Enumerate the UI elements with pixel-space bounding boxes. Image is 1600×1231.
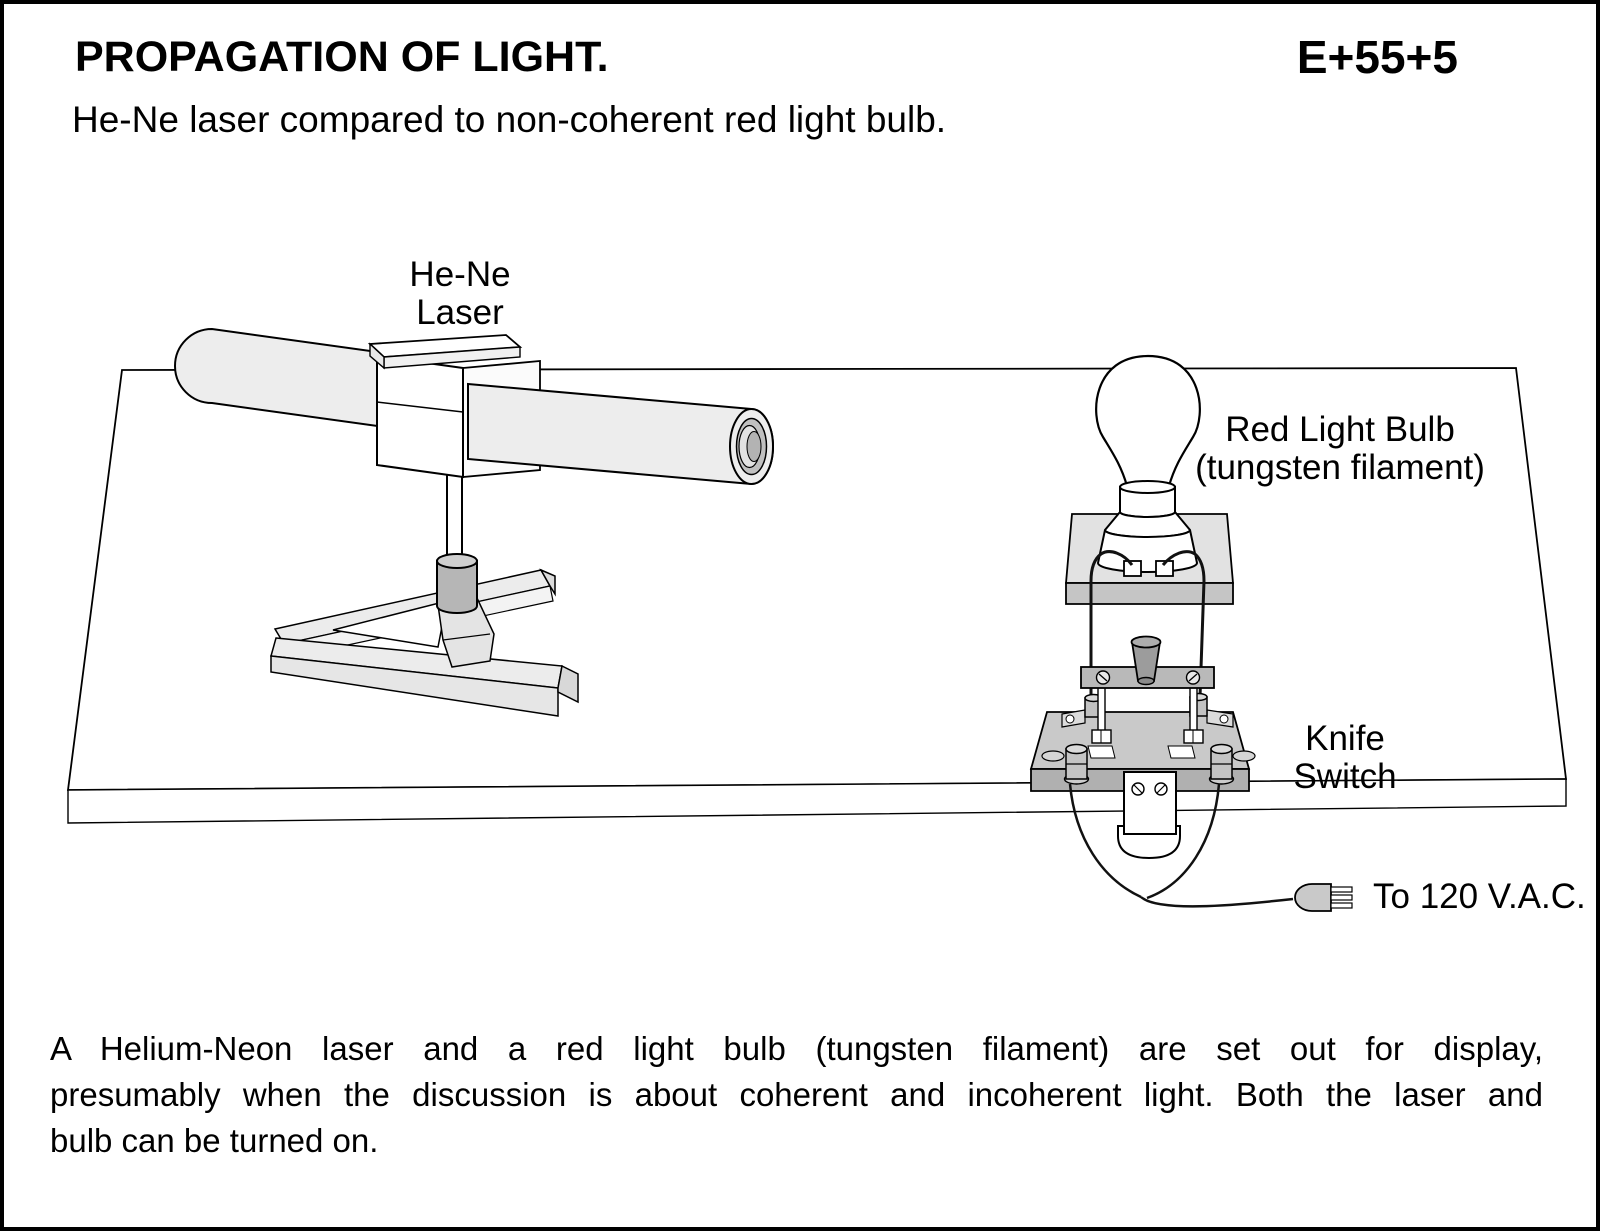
switch-blades xyxy=(1091,686,1204,744)
plug-prong xyxy=(1330,894,1353,901)
plug-prong xyxy=(1330,886,1353,893)
laser-post-rod xyxy=(446,467,463,565)
laser-post-collar xyxy=(436,553,478,614)
caption: A Helium-Neon laser and a red light bulb… xyxy=(50,1026,1543,1164)
bulb-label-line1: Red Light Bulb xyxy=(1225,410,1455,449)
caption-line-2: presumably when the discussion is about … xyxy=(50,1076,1543,1113)
laser-tube-left xyxy=(174,327,393,430)
table-clamp xyxy=(1117,771,1181,860)
laser-tube-right xyxy=(467,382,774,486)
bulb-wire-left xyxy=(1089,550,1134,698)
bulb-assembly xyxy=(1065,354,1234,698)
power-cord xyxy=(1068,783,1294,908)
bulb-wire-right xyxy=(1161,550,1206,698)
power-plug xyxy=(1294,883,1353,912)
power-label: To 120 V.A.C. xyxy=(1373,877,1586,916)
laser-assembly xyxy=(174,327,774,717)
laser-aperture xyxy=(746,431,762,462)
laser-base xyxy=(270,568,579,717)
demo-code: E+55+5 xyxy=(1296,31,1458,83)
caption-line-3: bulb can be turned on. xyxy=(50,1122,379,1159)
switch-front-posts xyxy=(1041,743,1256,785)
page-title: PROPAGATION OF LIGHT. xyxy=(75,33,609,81)
bulb-terminal-right xyxy=(1155,560,1174,577)
plug-prong xyxy=(1330,902,1353,909)
switch-handle[interactable] xyxy=(1130,635,1162,686)
switch-label-line1: Knife xyxy=(1305,719,1385,758)
caption-line-1: A Helium-Neon laser and a red light bulb… xyxy=(50,1030,1543,1067)
bulb-base-front xyxy=(1065,582,1234,605)
bulb-globe xyxy=(1095,354,1201,488)
bulb-label-line2: (tungsten filament) xyxy=(1195,448,1485,487)
page-subtitle: He-Ne laser compared to non-coherent red… xyxy=(72,99,947,140)
laser-label-line2: Laser xyxy=(416,293,504,332)
laser-label-line1: He-Ne xyxy=(409,255,510,294)
switch-label-line2: Switch xyxy=(1293,757,1396,796)
bulb-terminal-left xyxy=(1123,560,1142,577)
